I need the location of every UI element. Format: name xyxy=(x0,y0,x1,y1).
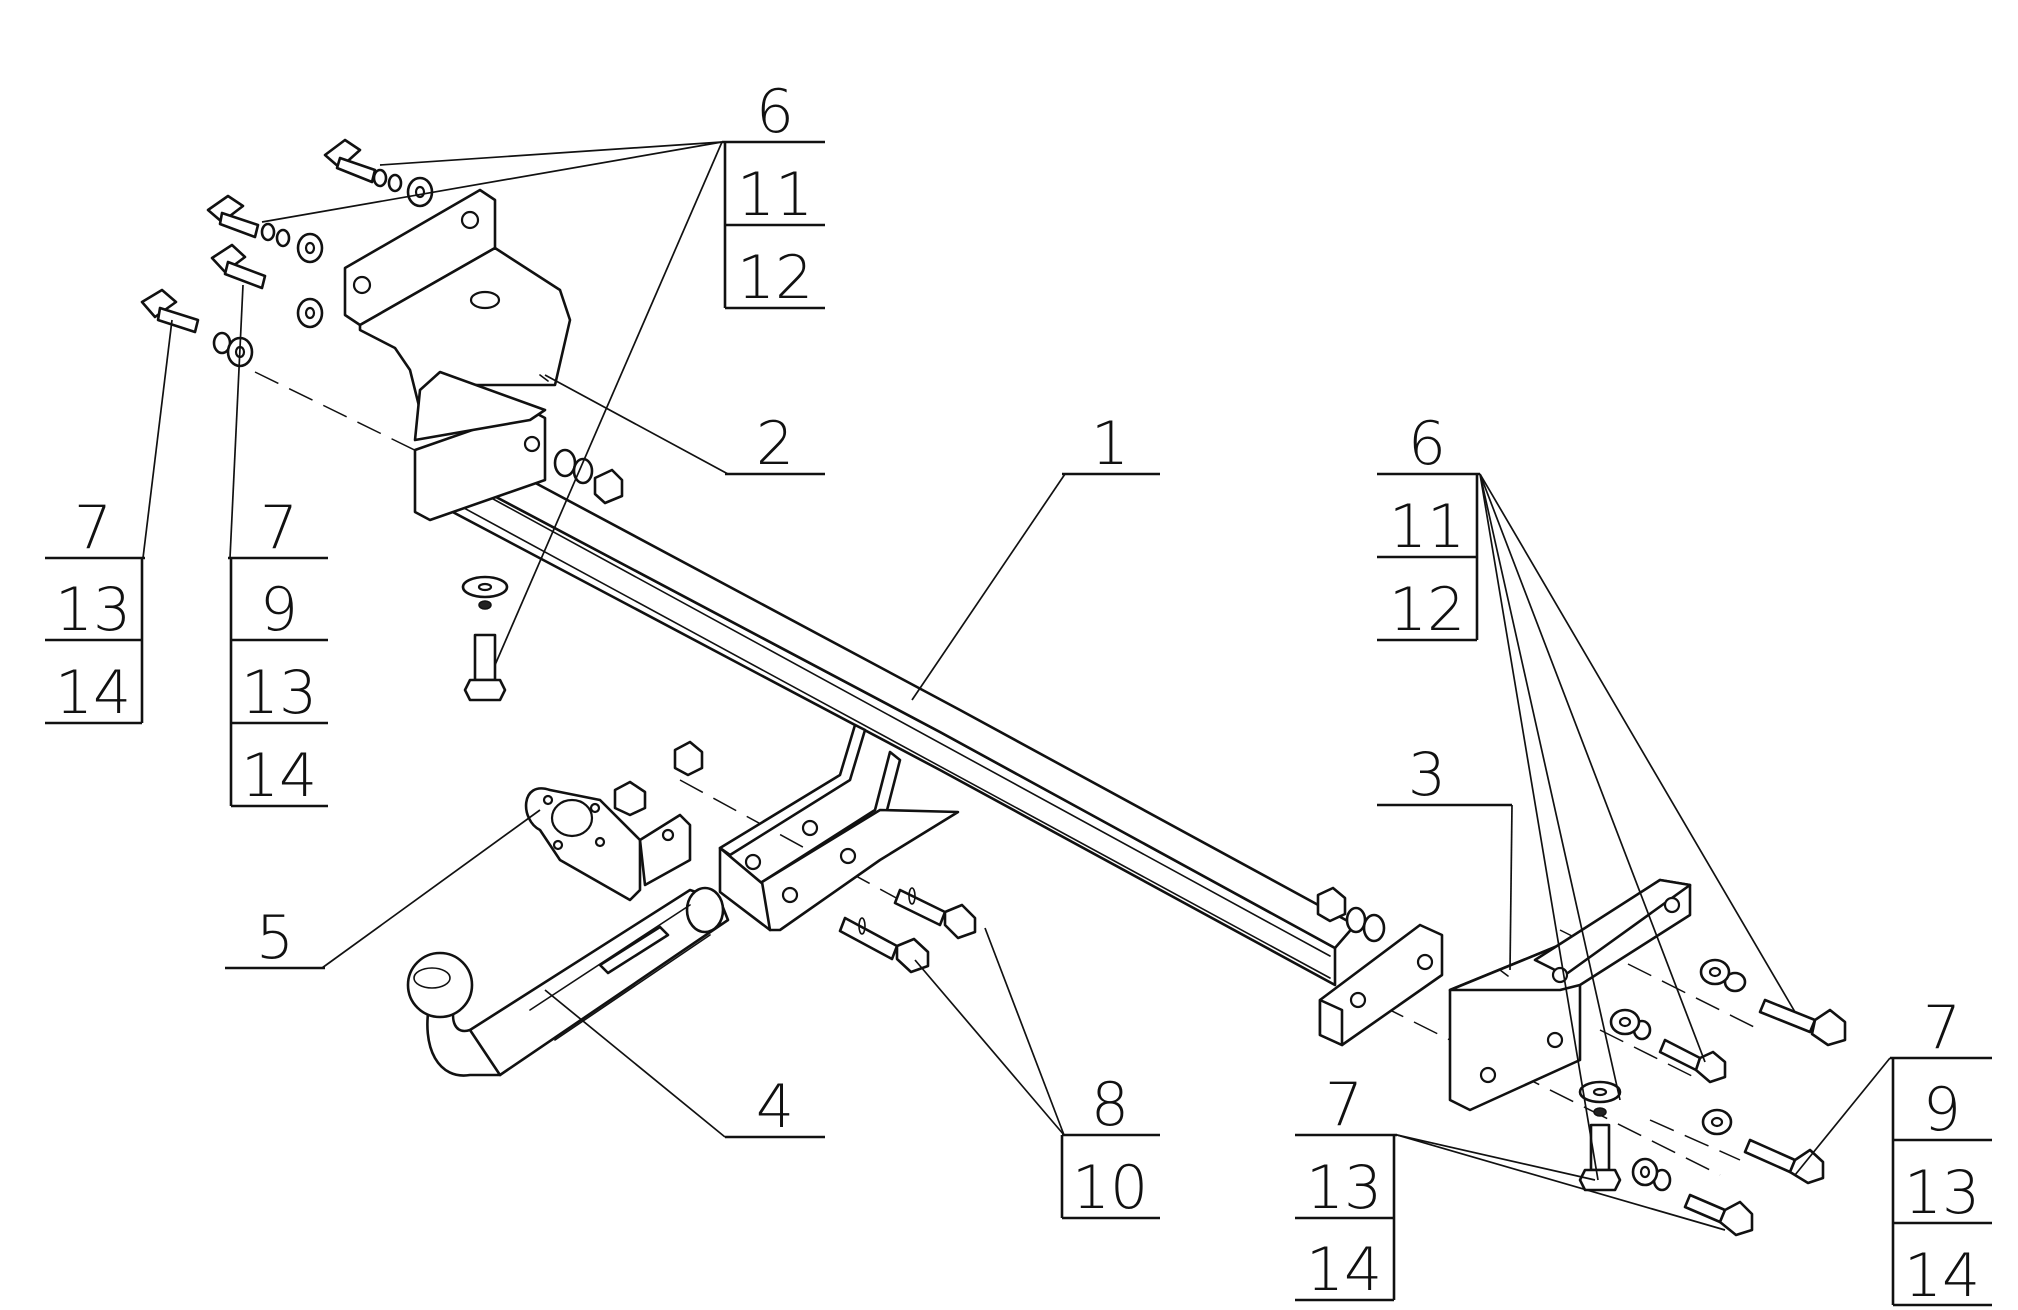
bolt-icon xyxy=(1699,958,1847,1047)
callout-label: 1 xyxy=(1091,409,1129,479)
callout-2: 2 xyxy=(725,409,825,479)
callout-label: 7 xyxy=(1325,1070,1363,1140)
bolt-icon xyxy=(206,194,324,264)
socket-plate xyxy=(524,787,692,902)
fasteners xyxy=(140,138,1847,1237)
callout-label: 2 xyxy=(756,409,794,479)
bolt-icon xyxy=(140,288,254,368)
callout-label: 14 xyxy=(1904,1241,1980,1310)
callout-label: 14 xyxy=(241,741,317,811)
callout-label: 12 xyxy=(1389,575,1465,645)
callout-7-13-14-left: 7 13 14 xyxy=(45,493,145,728)
callout-label: 7 xyxy=(260,493,298,563)
callout-5: 5 xyxy=(225,903,325,973)
callout-3: 3 xyxy=(1377,740,1512,810)
callout-label: 13 xyxy=(1306,1153,1382,1223)
callout-label: 13 xyxy=(55,575,131,645)
bolt-icon xyxy=(1609,1008,1727,1084)
bolt-icon xyxy=(838,916,930,974)
callout-label: 14 xyxy=(1306,1235,1382,1305)
callout-label: 10 xyxy=(1072,1153,1148,1223)
callout-label: 5 xyxy=(256,903,294,973)
tow-ball-arm xyxy=(406,886,730,1077)
callout-7-13-14-bottom: 7 13 14 xyxy=(1295,1070,1397,1305)
bolt-icon xyxy=(323,138,434,208)
callout-7-9-13-14-right: 7 9 13 14 xyxy=(1890,993,1992,1310)
leader-lines xyxy=(142,141,1891,1231)
left-bracket xyxy=(343,188,572,442)
callout-label: 11 xyxy=(1389,492,1465,562)
callout-label: 8 xyxy=(1091,1070,1129,1140)
callout-label: 3 xyxy=(1408,740,1446,810)
callout-label: 9 xyxy=(1923,1075,1961,1145)
callout-label: 6 xyxy=(1408,409,1446,479)
cross-beam xyxy=(413,408,1444,1047)
right-bracket xyxy=(1448,878,1692,1112)
callout-label: 12 xyxy=(737,243,813,313)
callout-label: 7 xyxy=(74,493,112,563)
callout-label: 13 xyxy=(241,658,317,728)
bolt-icon xyxy=(893,887,977,940)
callout-label: 14 xyxy=(55,658,131,728)
bolt-icon xyxy=(210,243,324,329)
callout-label: 11 xyxy=(737,160,813,230)
callout-label: 4 xyxy=(756,1072,794,1142)
callout-label: 6 xyxy=(756,77,794,147)
assembly-axes xyxy=(254,371,1761,1176)
callout-label: 9 xyxy=(260,575,298,645)
callout-7-9-13-14-left: 7 9 13 14 xyxy=(228,493,328,811)
callout-6-11-12-top: 6 11 12 xyxy=(722,77,825,313)
callout-8-10: 8 10 xyxy=(1060,1070,1160,1223)
callout-4: 4 xyxy=(725,1072,825,1142)
callout-label: 7 xyxy=(1923,993,1961,1063)
callout-label: 13 xyxy=(1904,1158,1980,1228)
bolt-icon xyxy=(1701,1108,1825,1185)
bolt-icon xyxy=(1631,1157,1754,1237)
callout-6-11-12-right: 6 11 12 xyxy=(1377,409,1480,645)
callout-1: 1 xyxy=(1062,409,1160,479)
